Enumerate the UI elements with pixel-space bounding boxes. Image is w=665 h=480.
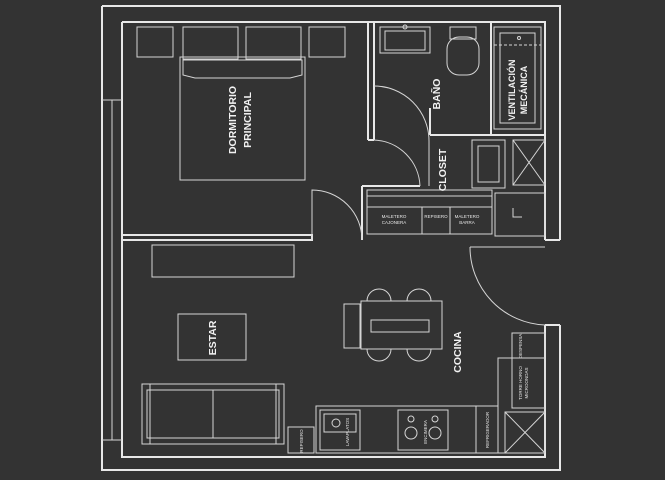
fixture-label-repisero-cocina: REPISERO bbox=[299, 429, 304, 453]
fixture-label-torre-horno-2: MICROONDAS bbox=[524, 367, 529, 398]
interior-walls bbox=[121, 22, 546, 241]
fixture-label-encimera: ENCIMERA bbox=[423, 420, 428, 444]
utility-area bbox=[471, 139, 546, 237]
room-label-estar: ESTAR bbox=[207, 320, 219, 355]
dining-set bbox=[343, 288, 443, 362]
room-label-bano: BAÑO bbox=[430, 79, 443, 110]
fixture-label-maletero-cajonera-1: MALETERO bbox=[382, 214, 407, 219]
fixture-label-maletero-barra-2: BARRA bbox=[459, 220, 475, 225]
room-label-dormitorio: DORMITORIO bbox=[227, 86, 239, 154]
room-label-cocina: COCINA bbox=[452, 331, 464, 373]
closet-furniture bbox=[366, 189, 493, 235]
fixture-label-torre-horno-1: TORRE HORNO bbox=[518, 366, 523, 400]
fixture-label-maletero-barra-1: MALETERO bbox=[455, 214, 480, 219]
room-label-mecanica: MECÁNICA bbox=[519, 65, 529, 114]
kitchen-fixtures bbox=[287, 332, 546, 454]
doors bbox=[311, 85, 546, 326]
room-label-closet: CLOSET bbox=[437, 148, 449, 191]
bedroom-furniture bbox=[136, 26, 346, 181]
fixture-label-despensa: DESPENSA bbox=[518, 334, 523, 359]
bathroom-fixtures bbox=[379, 24, 542, 130]
fixture-label-maletero-cajonera-2: CAJONERA bbox=[382, 220, 407, 225]
fixture-label-lavaplatos: LAVAPLATOS bbox=[345, 418, 350, 446]
room-label-ventilacion: VENTILACIÓN bbox=[506, 59, 517, 120]
living-furniture bbox=[141, 244, 295, 445]
fixture-label-refrigerador: REFRIGERADOR bbox=[485, 411, 490, 448]
room-label-principal: PRINCIPAL bbox=[242, 92, 254, 148]
fixture-label-repisero-closet: REPISERO bbox=[424, 214, 448, 219]
